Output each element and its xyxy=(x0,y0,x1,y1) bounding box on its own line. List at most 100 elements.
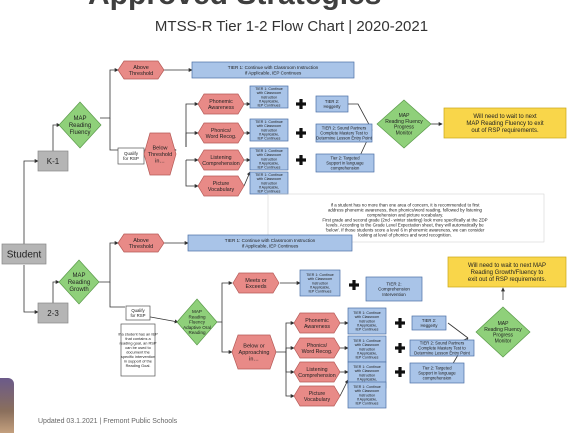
g23-meets-hexagon xyxy=(232,272,280,294)
k1-area-1-label: Phonics/Word Recog. xyxy=(206,128,237,140)
student-to-k1-line xyxy=(23,159,39,245)
g23-above-hexagon xyxy=(117,233,165,253)
g23-area-1-label: Phonics/Word Recog. xyxy=(302,343,333,355)
k1-below-hexagon xyxy=(143,132,177,176)
g23-meets-tier2-box xyxy=(365,276,423,302)
g23-below-to-listen xyxy=(285,352,295,374)
g23-tier1-box-0 xyxy=(347,307,387,335)
g23-tier2-box-0 xyxy=(411,315,447,331)
k1-tier2-box-0 xyxy=(315,95,349,113)
g23-grade-box xyxy=(37,302,69,324)
g23-area-3 xyxy=(293,385,341,407)
k1-below-to-phon xyxy=(185,102,199,147)
g23-map-to-qualify xyxy=(109,282,125,308)
k1-map-to-above xyxy=(100,68,119,119)
g23-tier2-box-1 xyxy=(409,339,475,357)
k1-below-to-picture xyxy=(185,160,199,188)
k1-below-to-phonics xyxy=(185,131,199,147)
cut-off-heading: Approved Strategies xyxy=(0,0,583,10)
g23-map-to-above xyxy=(99,241,119,283)
g23-to-fluency xyxy=(144,315,179,324)
g23-area-1 xyxy=(293,337,341,359)
g23-fluency-diamond xyxy=(176,298,218,346)
k1-area-3 xyxy=(197,175,245,197)
k1-plus-2-v xyxy=(299,155,303,165)
g23-plus-1-v xyxy=(398,343,402,353)
k1-above-tier-box-label: TIER 1: Continue with Classroom Instruct… xyxy=(228,65,319,75)
g23-note-box xyxy=(447,256,567,288)
k1-above-tier-box xyxy=(191,61,355,79)
k1-tier2-box-0-label: TIER 2:Heggerty xyxy=(324,99,342,109)
k1-plus-0-v xyxy=(299,99,303,109)
g23-tier1-box-1 xyxy=(347,335,387,363)
g23-qualify-box xyxy=(125,305,151,321)
k1-tier1-box-1 xyxy=(249,118,289,142)
presenter-avatar xyxy=(0,378,14,433)
k1-above-hexagon xyxy=(117,60,165,80)
k1-map-diamond xyxy=(58,101,102,149)
k1-area-0 xyxy=(197,93,245,115)
g23-meets-plus-v xyxy=(352,280,356,290)
g23-area-0 xyxy=(293,312,341,334)
g23-grade-box-label: 2-3 xyxy=(47,309,59,318)
g23-below-to-phon xyxy=(276,321,295,353)
k1-tier2-box-2 xyxy=(315,153,375,173)
g23-tier2-to-monitor-0 xyxy=(447,322,469,339)
g23-iep-note-box xyxy=(120,323,156,377)
k1-tier2-to-monitor-0 xyxy=(348,103,373,131)
student-box xyxy=(1,243,47,265)
student-to-23-line xyxy=(23,265,39,314)
g23-above-tier-box-label: TIER 1: Continue with Classroom Instruct… xyxy=(225,238,316,248)
footer-text: Updated 03.1.2021 | Fremont Public Schoo… xyxy=(38,418,178,425)
k1-tier1-box-0 xyxy=(249,85,289,109)
k1-grade-box-label: K-1 xyxy=(47,157,60,166)
g23-picture-to-tier1 xyxy=(339,379,349,397)
g23-plus-0-v xyxy=(398,318,402,328)
g23-below-to-phonics xyxy=(285,346,295,352)
g23-above-tier-box xyxy=(187,234,353,252)
k1-plus-1-v xyxy=(299,128,303,138)
k1-picture-to-tier1 xyxy=(243,171,251,187)
g23-tier1-box-3 xyxy=(347,381,387,409)
k1-info-frame xyxy=(267,193,545,243)
student-box-label: Student xyxy=(7,250,42,261)
k1-area-2 xyxy=(197,149,245,171)
k1-area-1 xyxy=(197,122,245,144)
g23-map-diamond xyxy=(58,259,100,305)
k1-tier1-box-2 xyxy=(249,147,289,171)
k1-monitor-diamond xyxy=(376,99,432,149)
k1-info-text: If a student has no more than one area o… xyxy=(322,202,487,237)
page-title: MTSS-R Tier 1-2 Flow Chart | 2020-2021 xyxy=(154,18,429,35)
k1-tier2-box-1 xyxy=(315,123,373,143)
k1-grade-box xyxy=(37,150,69,172)
g23-plus-2-v xyxy=(398,367,402,377)
g23-below-to-picture xyxy=(285,352,295,398)
